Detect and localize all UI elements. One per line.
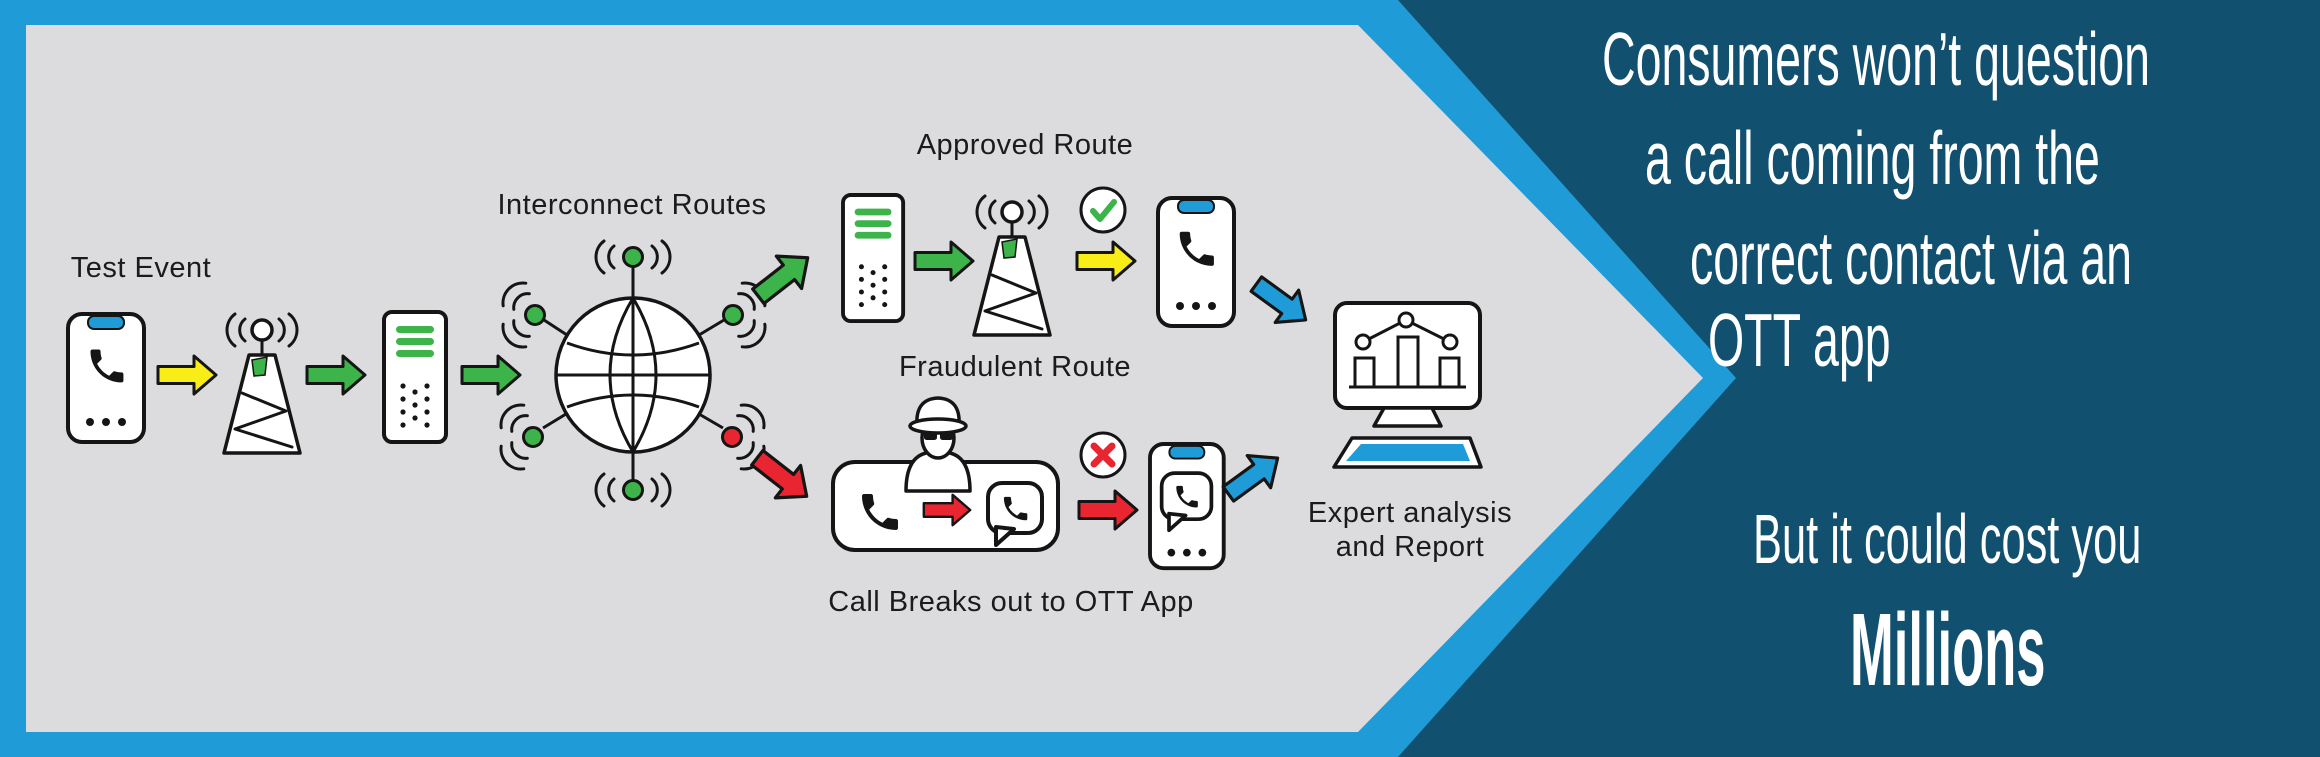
server-icon-2 bbox=[841, 193, 906, 324]
footer-emphasis: Millions bbox=[1850, 592, 2046, 707]
approved-route-label: Approved Route bbox=[917, 129, 1134, 161]
test-event-label: Test Event bbox=[71, 252, 211, 284]
headline-line-3: correct contact via an bbox=[1690, 216, 2132, 300]
check-circle-icon bbox=[1079, 186, 1127, 234]
headline-line-2: a call coming from the bbox=[1645, 116, 2100, 200]
fraudulent-route-label: Fraudulent Route bbox=[899, 351, 1131, 383]
analytics-monitor-icon bbox=[1332, 301, 1483, 469]
headline-line-4: OTT app bbox=[1708, 298, 1891, 382]
headline-line-1: Consumers won’t question bbox=[1602, 17, 2150, 101]
call-breaks-out-label: Call Breaks out to OTT App bbox=[828, 586, 1193, 618]
expert-analysis-label-line1: Expert analysis bbox=[1308, 497, 1512, 529]
fraudster-icon bbox=[904, 396, 972, 493]
gray-arrow-panel bbox=[26, 25, 1703, 732]
ott-phone-icon bbox=[1148, 442, 1226, 571]
test-phone-icon bbox=[66, 312, 146, 444]
expert-analysis-label-line2: and Report bbox=[1336, 531, 1485, 563]
interconnect-routes-label: Interconnect Routes bbox=[497, 189, 766, 221]
footer-line: But it could cost you bbox=[1753, 500, 2142, 578]
approved-phone-icon bbox=[1156, 196, 1236, 328]
cross-circle-icon bbox=[1079, 431, 1127, 479]
server-icon-1 bbox=[382, 310, 448, 444]
globe-interconnect-icon bbox=[494, 239, 772, 508]
